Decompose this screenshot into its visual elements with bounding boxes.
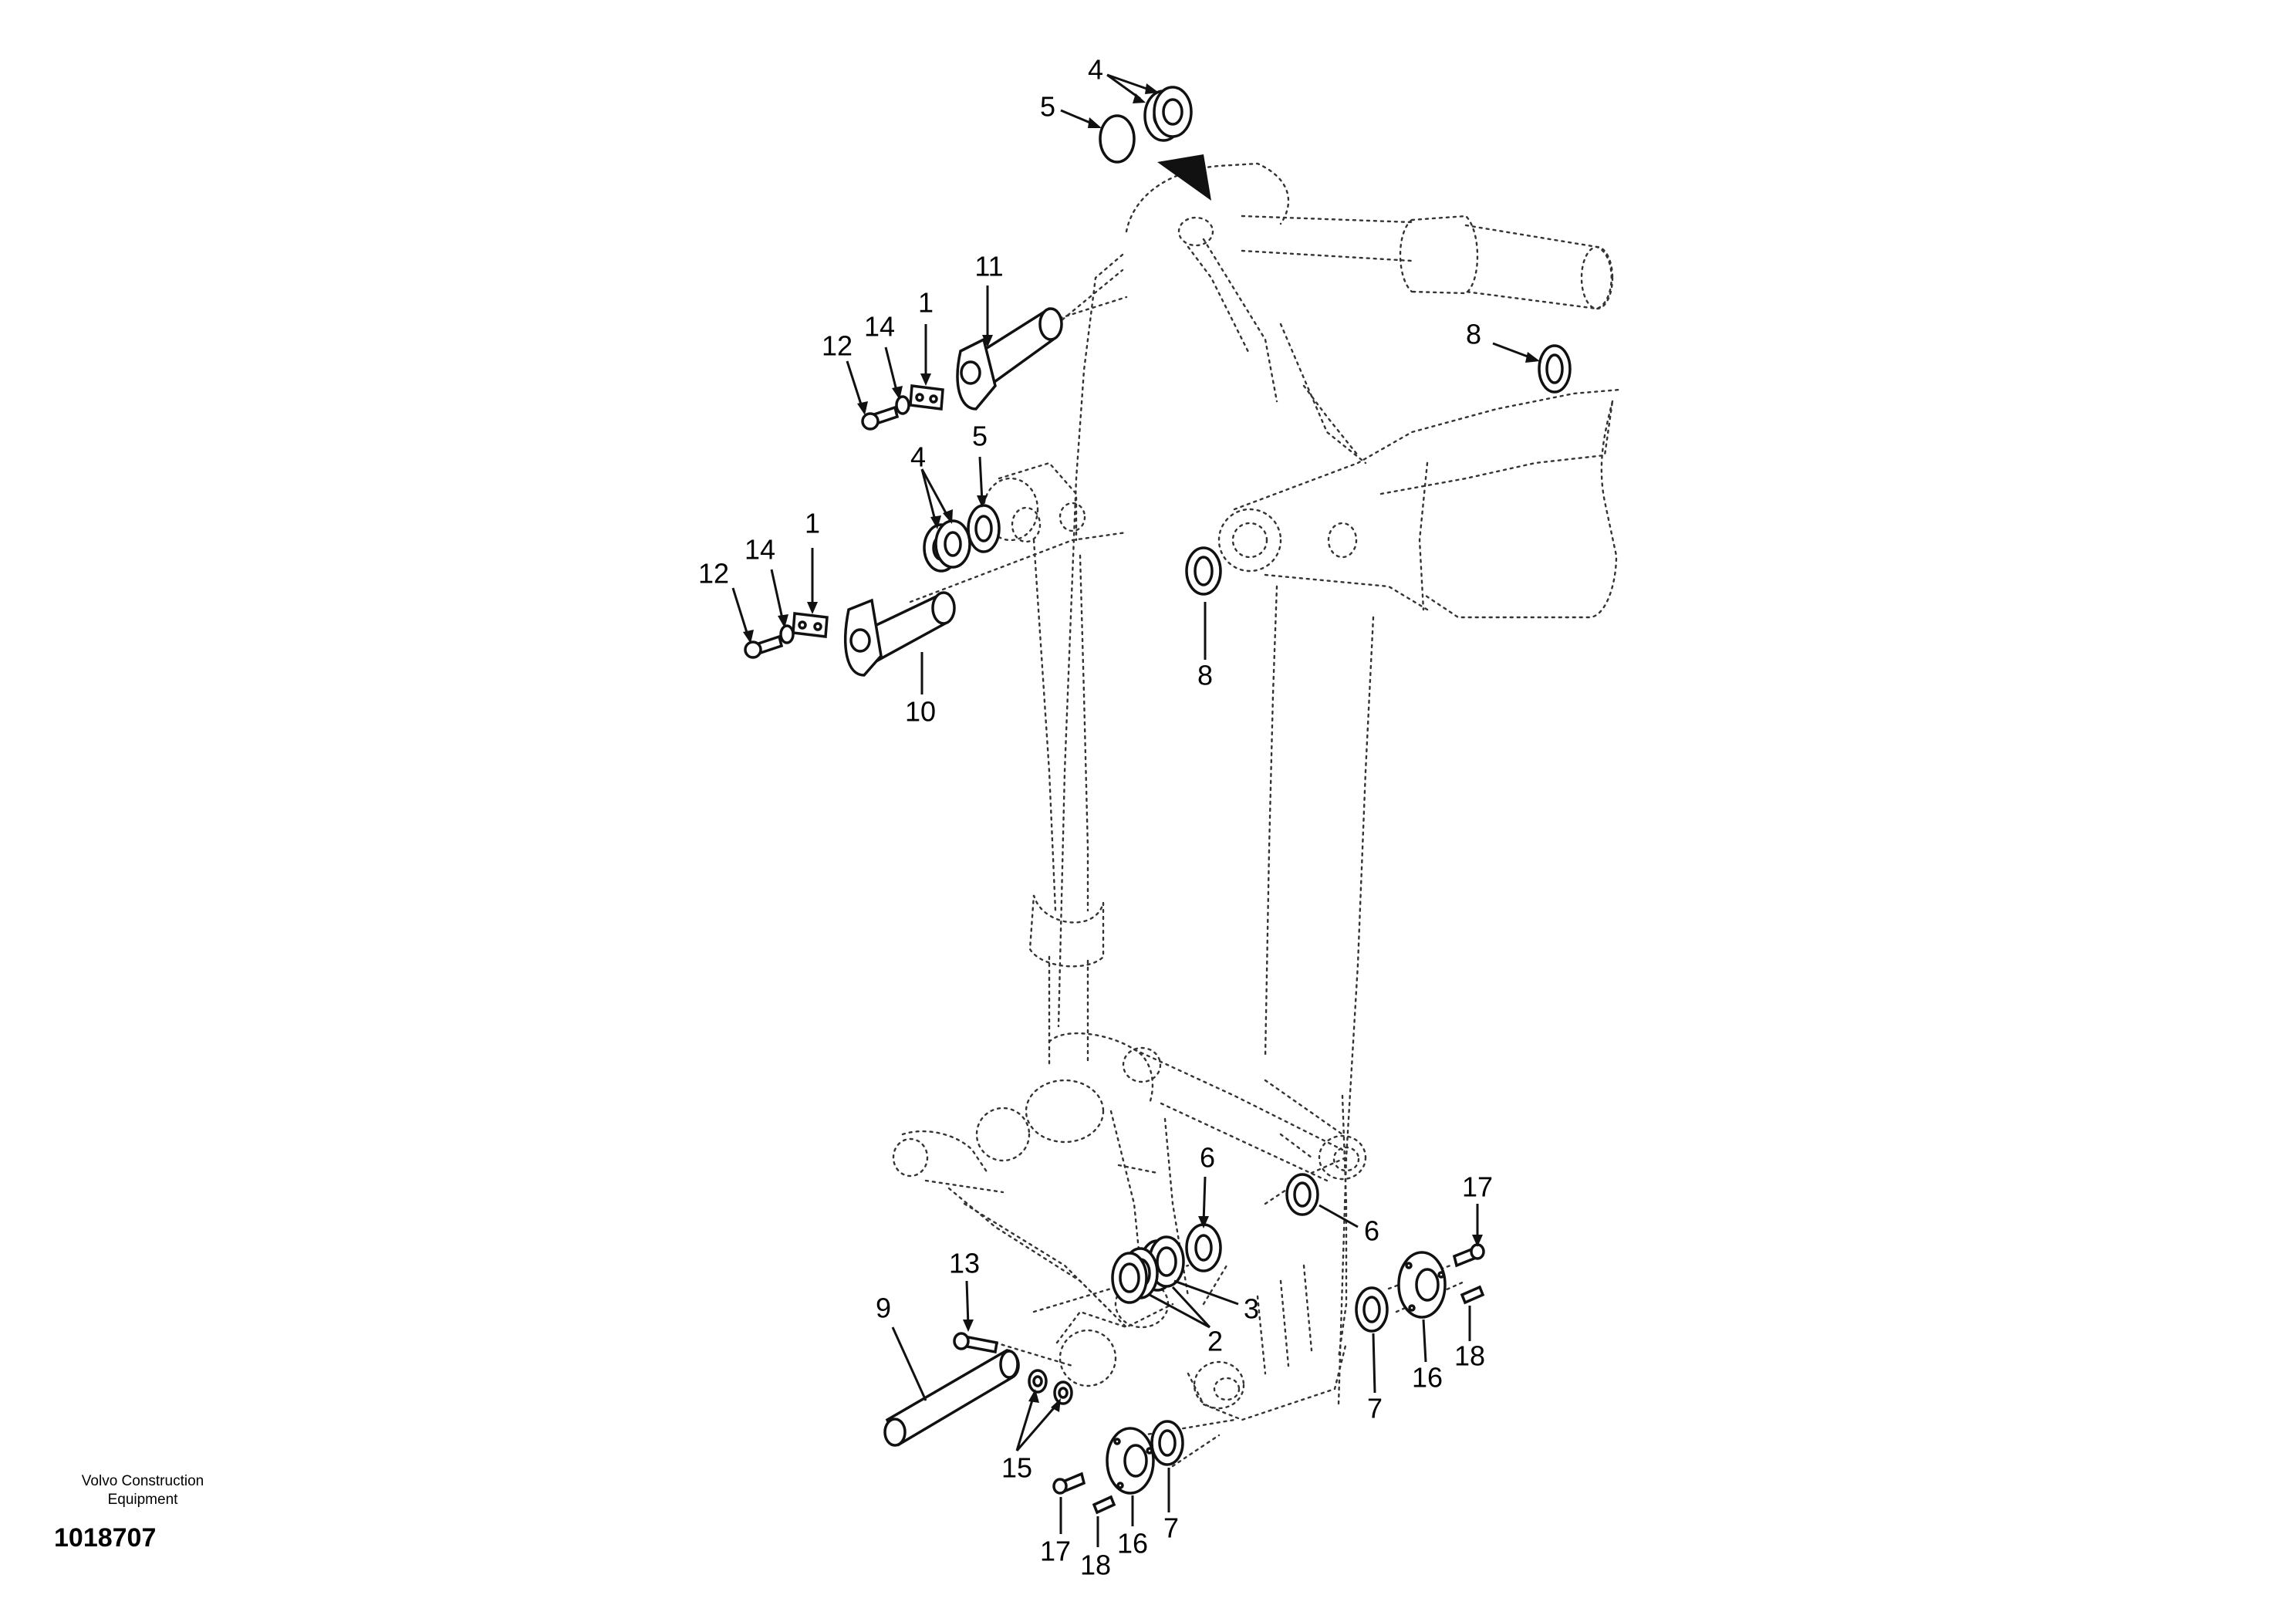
callout-10: 10 bbox=[905, 696, 936, 728]
callout-7-bottom: 7 bbox=[1163, 1512, 1179, 1544]
footer-block: Volvo Construction Equipment 1018707 bbox=[54, 1472, 231, 1553]
callout-16-bottom: 16 bbox=[1117, 1528, 1148, 1559]
lock-washer-part-14-upper bbox=[895, 395, 910, 415]
leader-lines bbox=[731, 73, 1540, 1547]
wedge-mark bbox=[1157, 154, 1211, 201]
callout-17-right: 17 bbox=[1462, 1171, 1493, 1203]
callout-1-upper: 1 bbox=[918, 287, 934, 319]
callout-7-right: 7 bbox=[1367, 1393, 1383, 1424]
arm-outline bbox=[892, 162, 1622, 1468]
callout-17-bottom: 17 bbox=[1040, 1536, 1071, 1567]
callout-2: 2 bbox=[1207, 1326, 1223, 1357]
callout-6-upper: 6 bbox=[1200, 1142, 1215, 1174]
callout-12-upper: 12 bbox=[822, 330, 853, 362]
lock-washer-part-14-lower bbox=[779, 624, 795, 644]
callout-15: 15 bbox=[1001, 1452, 1032, 1484]
callout-8-right: 8 bbox=[1466, 319, 1481, 350]
callout-9: 9 bbox=[876, 1293, 891, 1324]
callout-18-bottom: 18 bbox=[1080, 1549, 1111, 1581]
drawing-number: 1018707 bbox=[54, 1523, 157, 1553]
callout-13: 13 bbox=[949, 1248, 980, 1279]
callout-5-mid: 5 bbox=[972, 421, 988, 452]
callout-8-left: 8 bbox=[1197, 660, 1213, 691]
washer-part-5-top bbox=[1099, 114, 1136, 164]
company-name-line2: Equipment bbox=[107, 1492, 178, 1508]
callout-3: 3 bbox=[1244, 1293, 1259, 1325]
dowel-part-18-right bbox=[1460, 1285, 1485, 1305]
callout-14-upper: 14 bbox=[864, 311, 895, 343]
dowel-part-18-bottom bbox=[1092, 1495, 1116, 1515]
company-name-line1: Volvo Construction bbox=[81, 1473, 204, 1489]
callout-4-top: 4 bbox=[1088, 54, 1103, 86]
callouts: 4 5 11 1 14 12 8 4 5 1 14 12 10 8 6 6 17… bbox=[698, 54, 1493, 1581]
callout-11: 11 bbox=[974, 251, 1003, 282]
parts bbox=[744, 86, 1572, 1515]
pin-part-9 bbox=[885, 1349, 1020, 1447]
callout-18-right: 18 bbox=[1454, 1340, 1485, 1372]
callout-12-lower: 12 bbox=[698, 558, 729, 590]
callout-14-lower: 14 bbox=[745, 534, 775, 566]
callout-6-right: 6 bbox=[1364, 1215, 1379, 1247]
callout-4-mid: 4 bbox=[910, 441, 926, 473]
callout-16-right: 16 bbox=[1412, 1362, 1443, 1394]
callout-1-lower: 1 bbox=[805, 508, 820, 539]
callout-5-top: 5 bbox=[1040, 91, 1055, 123]
